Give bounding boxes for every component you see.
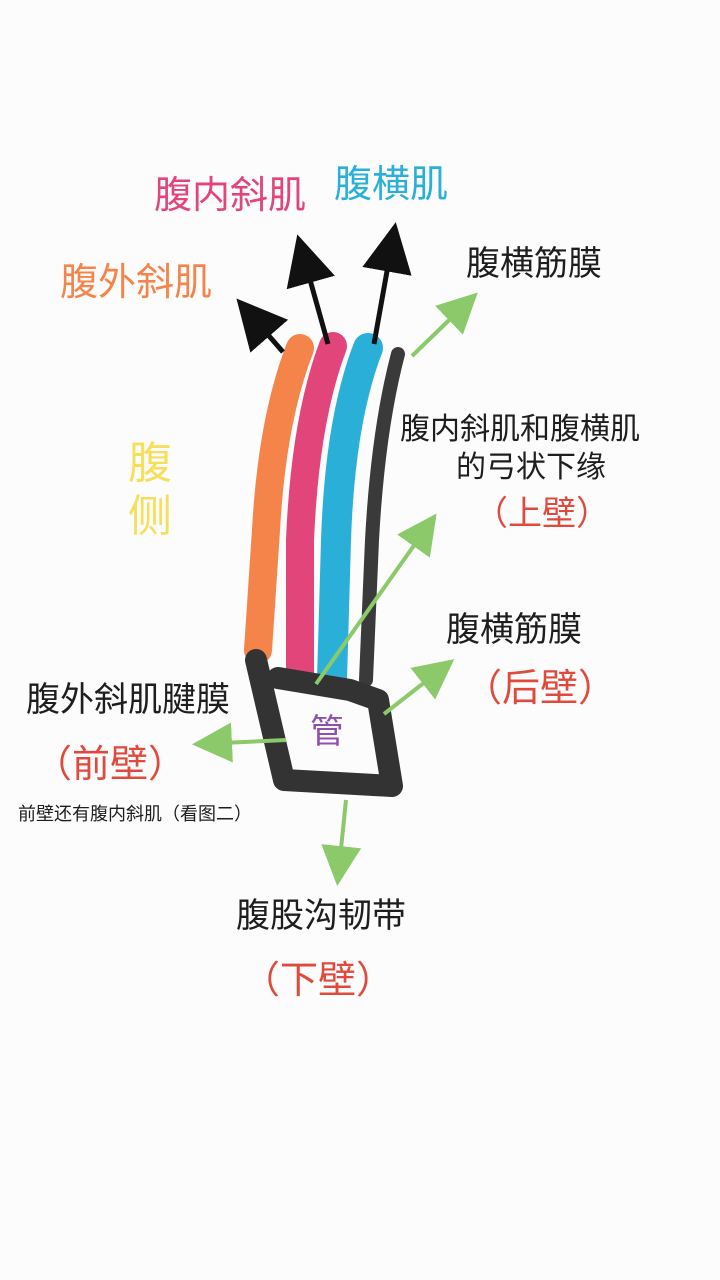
front-wall-label: （前壁） (34, 742, 187, 786)
fascia-back-label: 腹横筋膜 (446, 610, 582, 650)
external-oblique-label: 腹外斜肌 (60, 260, 213, 304)
arrow-transversus (362, 222, 412, 345)
arrow-upper-wall (314, 513, 437, 686)
external-oblique-band (244, 334, 314, 664)
internal-oblique-band (286, 332, 347, 690)
arch-label-line2: 的弓状下缘 (456, 450, 606, 485)
side-char-2: 侧 (128, 490, 172, 542)
front-wall-note: 前壁还有腹内斜肌（看图二） (18, 804, 252, 825)
back-wall-label: （后壁） (464, 666, 617, 710)
transversus-band (317, 333, 383, 695)
canal-walls (245, 649, 403, 797)
ligament-label: 腹股沟韧带 (236, 896, 406, 936)
internal-oblique-label: 腹内斜肌 (154, 173, 307, 217)
lower-wall-label: （下壁） (242, 958, 395, 1002)
arrow-external-oblique (236, 298, 289, 354)
canal-label: 管 (310, 712, 344, 752)
arrow-internal-oblique (286, 234, 335, 345)
arch-label-line1: 腹内斜肌和腹横肌 (400, 412, 640, 447)
upper-wall-label: （上壁） (474, 494, 610, 534)
fascia-top-label: 腹横筋膜 (466, 244, 602, 284)
arrow-back-wall (382, 659, 455, 716)
arrow-lower-wall (321, 799, 362, 886)
side-label: 腹 侧 (128, 438, 172, 544)
arrow-fascia-top (410, 292, 478, 358)
transversus-label: 腹横肌 (334, 162, 449, 206)
side-char-1: 腹 (128, 438, 172, 489)
aponeurosis-label: 腹外斜肌腱膜 (26, 680, 230, 720)
transversalis-fascia-band (359, 347, 405, 687)
arrow-front-wall (192, 722, 287, 763)
